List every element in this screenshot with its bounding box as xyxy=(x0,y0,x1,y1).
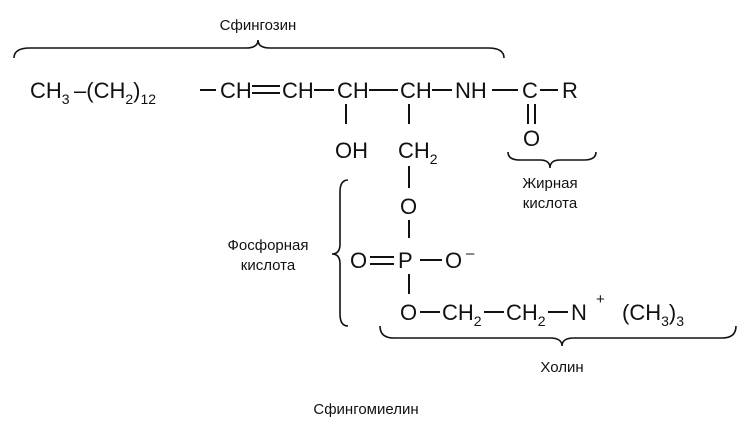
ester-oxygen: O xyxy=(400,300,417,325)
nh-group: NH xyxy=(455,78,487,103)
nitrogen-atom: N xyxy=(571,300,587,325)
sphingosine-brace xyxy=(13,39,505,59)
ch2-group: CH2 xyxy=(398,138,438,167)
choline-brace xyxy=(379,325,737,347)
ch-amino-carbon: CH xyxy=(400,78,432,103)
fatty-acid-label-line1: Жирная xyxy=(522,175,577,192)
choline-ch2-a: CH2 xyxy=(442,300,482,329)
negative-charge: – xyxy=(466,245,475,262)
sphingosine-label: Сфингозин xyxy=(220,17,297,34)
carbonyl-carbon: C xyxy=(522,78,538,103)
trimethyl-group: (CH3)3 xyxy=(622,300,684,329)
ch-alkene-a: CH xyxy=(220,78,252,103)
phosphoric-acid-brace xyxy=(331,179,349,327)
phosphorus-atom: P xyxy=(398,248,413,273)
carbonyl-oxygen: O xyxy=(523,126,540,151)
choline-label: Холин xyxy=(540,359,583,376)
anionic-oxygen: O xyxy=(445,248,462,273)
phosphoryl-oxygen: O xyxy=(350,248,367,273)
r-group: R xyxy=(562,78,578,103)
phosphoric-acid-label-line2: кислота xyxy=(241,257,296,274)
positive-charge: + xyxy=(596,291,605,308)
diagram-caption: Сфингомиелин xyxy=(313,401,418,418)
ch-alkene-b: CH xyxy=(282,78,314,103)
phosphate-link-oxygen: O xyxy=(400,194,417,219)
hydroxyl-group: OH xyxy=(335,138,368,163)
phosphoric-acid-label-line1: Фосфорная xyxy=(227,237,308,254)
methylene-chain: –(CH2)12 xyxy=(74,78,156,107)
ch-hydroxyl-carbon: CH xyxy=(337,78,369,103)
ch3-group: CH3 xyxy=(30,78,70,107)
choline-ch2-b: CH2 xyxy=(506,300,546,329)
fatty-acid-brace xyxy=(507,151,597,169)
fatty-acid-label-line2: кислота xyxy=(523,195,578,212)
